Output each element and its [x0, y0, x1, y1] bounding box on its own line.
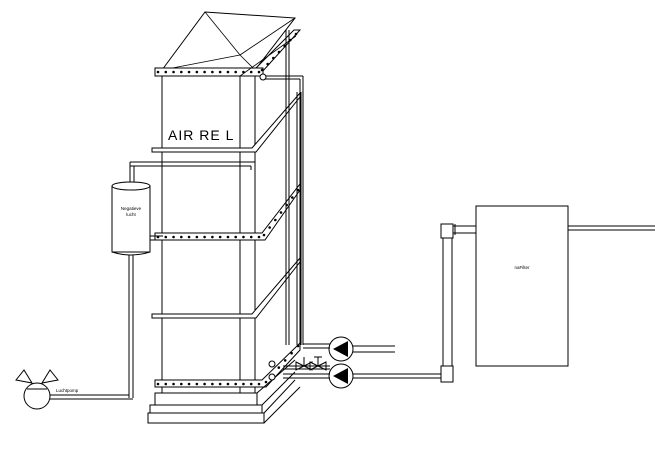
bolt-dot — [249, 235, 253, 239]
bolt-dot — [164, 70, 168, 74]
valve-assembly — [268, 356, 330, 381]
bolt-dot — [296, 344, 300, 348]
air-pump-label: Luchtpomp — [56, 388, 79, 393]
bolt-dot — [290, 351, 293, 355]
bolt-dot — [172, 70, 175, 74]
bolt-dot — [226, 235, 230, 239]
bolt-dot — [226, 70, 230, 74]
tank-label: AIR RE L — [168, 127, 234, 143]
bolt-dot — [187, 382, 191, 386]
bolt-dot — [257, 235, 261, 239]
outlet-pipe — [568, 225, 655, 231]
air-pump-icon — [15, 369, 59, 410]
supply-pipe — [353, 223, 476, 383]
vacuum-separator — [111, 181, 151, 256]
bolt-dot — [203, 70, 206, 74]
bolt-dot — [172, 382, 175, 386]
tank-top-flange — [154, 29, 302, 77]
bolt-dot — [211, 235, 214, 239]
bolt-dot — [218, 235, 222, 239]
bolt-dot — [274, 218, 277, 222]
bolt-dot — [203, 382, 206, 386]
tank-shelf-lower — [151, 256, 301, 319]
bolt-dot — [195, 382, 199, 386]
bolt-dot — [187, 235, 191, 239]
filter-label: naFilter — [514, 265, 530, 270]
bolt-dot — [277, 50, 281, 54]
bolt-dot — [242, 382, 245, 386]
bolt-dot — [195, 70, 199, 74]
bolt-dot — [272, 56, 275, 60]
bolt-dot — [260, 68, 264, 72]
bolt-dot — [234, 235, 237, 239]
tank-middle-flange — [154, 182, 301, 241]
bolt-dot — [257, 70, 261, 74]
bolt-dot — [203, 235, 206, 239]
bolt-dot — [195, 235, 199, 239]
vacuum-line — [40, 161, 256, 400]
bolt-dot — [249, 70, 253, 74]
separator-label-2: lucht — [126, 212, 136, 217]
bolt-dot — [156, 70, 160, 74]
bolt-dot — [249, 382, 253, 386]
bolt-dot — [264, 380, 268, 384]
bolt-dot — [291, 196, 294, 199]
bolt-dot — [242, 235, 245, 239]
bolt-dot — [211, 70, 214, 74]
bolt-dot — [268, 226, 271, 229]
bolt-dot — [294, 32, 298, 36]
circulation-pump-lower-icon — [283, 363, 354, 389]
bolt-dot — [242, 70, 245, 74]
bolt-dot — [283, 359, 287, 362]
bolt-dot — [218, 70, 222, 74]
bolt-dot — [234, 382, 237, 386]
flange-bolts — [156, 32, 300, 386]
bolt-dot — [257, 382, 261, 386]
bolt-dot — [226, 382, 230, 386]
tank-shelf-upper — [151, 91, 301, 153]
bolt-dot — [289, 38, 292, 42]
bolt-dot — [180, 382, 183, 386]
circulation-pump-upper-icon — [303, 336, 395, 362]
bolt-dot — [218, 382, 222, 386]
bolt-dot — [180, 235, 183, 239]
bolt-dot — [187, 70, 191, 74]
bolt-dot — [266, 62, 269, 66]
bolt-dot — [262, 233, 266, 237]
tank-bottom-flange — [154, 341, 301, 388]
bolt-dot — [156, 382, 160, 386]
tank-roof — [161, 11, 296, 71]
bolt-dot — [164, 382, 168, 386]
separator-label-1: Negatieve — [121, 206, 142, 211]
bolt-dot — [164, 235, 168, 239]
bolt-dot — [283, 44, 286, 48]
riser-pipe — [259, 30, 304, 345]
bolt-dot — [279, 211, 283, 214]
bolt-dot — [180, 70, 183, 74]
bolt-dot — [234, 70, 237, 74]
bolt-dot — [172, 235, 175, 239]
tank-base — [147, 359, 301, 424]
bolt-dot — [211, 382, 214, 386]
filter-unit — [475, 205, 569, 367]
bolt-dot — [277, 366, 281, 369]
